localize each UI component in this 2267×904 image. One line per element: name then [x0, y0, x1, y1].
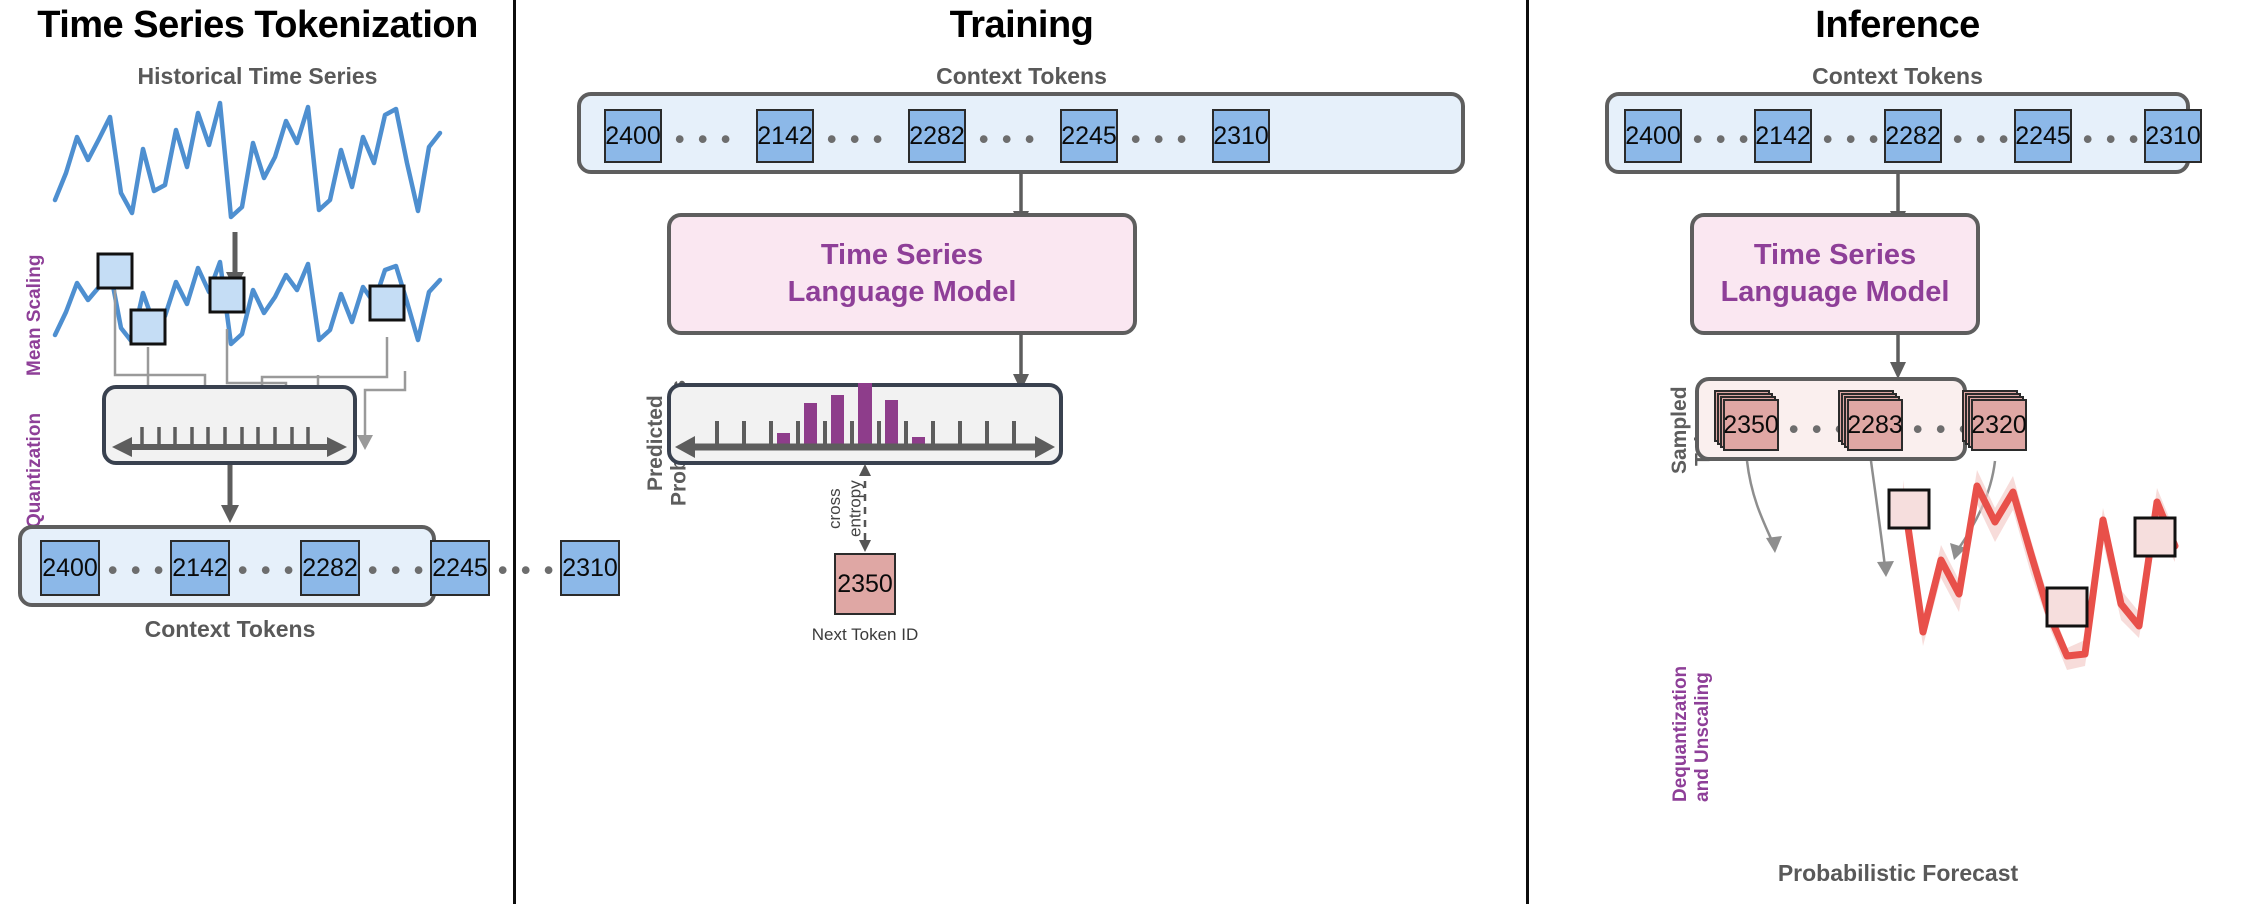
historical-time-series-chart — [52, 100, 443, 220]
inference-model-box: Time Series Language Model — [1690, 213, 1980, 335]
mean-scaled-time-series-chart — [52, 259, 443, 347]
probabilistic-forecast-chart — [1901, 470, 2179, 670]
token-chip[interactable]: 2245 — [2014, 109, 2072, 163]
token-ellipsis: • • • — [827, 124, 886, 154]
forecast-highlight-boxes — [1887, 488, 2177, 628]
tokenization-context-token-box: 2400 • • • 2142 • • • 2282 • • • 2245 • … — [18, 525, 620, 607]
token-chip[interactable]: 2400 — [1624, 109, 1682, 163]
quantization-bins-box — [102, 385, 357, 465]
inference-context-token-box: 2400 • • • 2142 • • • 2282 • • • 2245 • … — [1605, 92, 2202, 174]
training-model-box: Time Series Language Model — [667, 213, 1137, 335]
probabilistic-forecast-caption: Probabilistic Forecast — [1777, 860, 2019, 886]
token-chip[interactable]: 2310 — [1212, 109, 1270, 163]
training-context-token-box: 2400 • • • 2142 • • • 2282 • • • 2245 • … — [577, 92, 1465, 174]
token-chip[interactable]: 2142 — [1754, 109, 1812, 163]
token-ellipsis: • • • — [1823, 124, 1882, 154]
predicted-probabilities-box — [667, 383, 1063, 465]
panel-divider-1 — [513, 0, 516, 904]
dequantization-and-unscaling-label: Dequantization and Unscaling — [1670, 665, 1713, 802]
token-ellipsis: • • • — [498, 555, 557, 585]
sampled-tokens-box: 2350 • • • 2283 • • • 2320 — [1695, 377, 2027, 461]
mean-scaling-label: Mean Scaling — [24, 254, 45, 376]
panel-inference: Inference Context Tokens 2400 • • • 2142… — [1528, 0, 2267, 904]
token-chip[interactable]: 2142 — [756, 109, 814, 163]
tokenization-context-tokens-caption: Context Tokens — [144, 616, 316, 642]
token-chip[interactable]: 2310 — [2144, 109, 2202, 163]
token-ellipsis: • • • — [1693, 124, 1752, 154]
next-token-id-chip[interactable]: 2350 — [834, 553, 896, 615]
token-chip[interactable]: 2282 — [908, 109, 966, 163]
next-token-id-caption: Next Token ID — [811, 625, 919, 644]
token-chip[interactable]: 2400 — [604, 109, 662, 163]
sampled-token-chip[interactable]: 2350 — [1723, 399, 1779, 451]
quantization-label: Quantization — [24, 412, 45, 528]
cross-entropy-label: cross entropy — [825, 480, 865, 538]
sampled-token-chip[interactable]: 2283 — [1847, 399, 1903, 451]
token-chip[interactable]: 2282 — [300, 540, 360, 596]
training-context-tokens-caption: Context Tokens — [936, 63, 1107, 89]
inference-context-tokens-caption: Context Tokens — [1812, 63, 1983, 89]
token-chip[interactable]: 2245 — [1060, 109, 1118, 163]
historical-series-caption: Historical Time Series — [137, 63, 378, 89]
panel-divider-2 — [1526, 0, 1529, 904]
token-ellipsis: • • • — [979, 124, 1038, 154]
sampled-token-chip[interactable]: 2320 — [1971, 399, 2027, 451]
inference-model-label: Time Series Language Model — [1720, 238, 1950, 308]
sample-highlight-boxes — [96, 252, 406, 346]
panel-tokenization: Time Series Tokenization Historical Time… — [0, 0, 620, 904]
token-ellipsis: • • • — [2083, 124, 2142, 154]
model-to-sampled-arrow-icon — [1890, 335, 1906, 379]
token-chip[interactable]: 2282 — [1884, 109, 1942, 163]
token-ellipsis: • • • — [675, 124, 734, 154]
tokenization-panel-title: Time Series Tokenization — [37, 4, 478, 46]
panel-training: Training Context Tokens 2400 • • • 2142 … — [515, 0, 1528, 904]
token-ellipsis: • • • — [1789, 414, 1848, 444]
token-ellipsis: • • • — [368, 555, 427, 585]
token-chip[interactable]: 2400 — [40, 540, 100, 596]
token-ellipsis: • • • — [1953, 124, 2012, 154]
inference-panel-title: Inference — [1815, 4, 1980, 46]
dequantization-connector-arrows — [1745, 460, 1997, 577]
mean-scaling-arrow-icon — [226, 232, 244, 290]
token-chip[interactable]: 2310 — [560, 540, 620, 596]
token-ellipsis: • • • — [1913, 414, 1972, 444]
training-panel-title: Training — [949, 4, 1094, 46]
token-ellipsis: • • • — [238, 555, 297, 585]
token-ellipsis: • • • — [1131, 124, 1190, 154]
token-chip[interactable]: 2142 — [170, 540, 230, 596]
token-chip[interactable]: 2245 — [430, 540, 490, 596]
token-ellipsis: • • • — [108, 555, 167, 585]
tokenize-arrow-icon — [221, 465, 239, 523]
training-model-label: Time Series Language Model — [787, 238, 1017, 308]
